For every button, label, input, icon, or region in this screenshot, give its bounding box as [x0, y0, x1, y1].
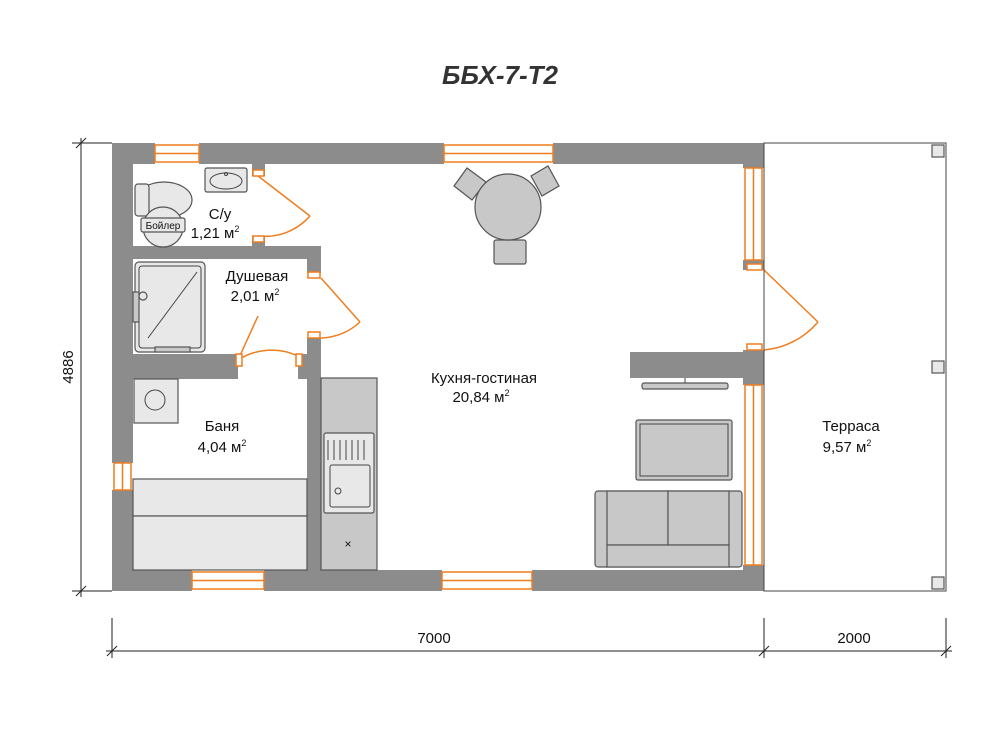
area-sup: 2	[505, 388, 510, 398]
kitchen-sink	[323, 432, 375, 514]
doors	[235, 169, 819, 367]
svg-text:2,01 м2: 2,01 м2	[231, 287, 280, 305]
terrace	[763, 142, 947, 592]
door-terrace	[763, 269, 819, 351]
area-sup: 2	[234, 224, 239, 234]
living-furniture	[594, 378, 743, 568]
svg-text:1,21 м2: 1,21 м2	[191, 224, 240, 242]
area-sup: 2	[241, 438, 246, 448]
sauna-bench-lower	[132, 515, 308, 571]
tv	[641, 382, 729, 390]
coffee-table	[635, 419, 733, 481]
boiler-label: Бойлер	[146, 221, 181, 232]
room-name-living: Кухня-гостиная	[431, 370, 537, 387]
room-area-shower: 2,01 м	[231, 288, 275, 305]
door-su	[257, 175, 311, 238]
room-name-shower: Душевая	[226, 268, 289, 285]
svg-text:9,57 м2: 9,57 м2	[823, 438, 872, 456]
windows	[113, 144, 763, 590]
bathroom-fixtures: Бойлер	[134, 167, 248, 248]
kitchen: ×	[320, 377, 378, 571]
room-area-living: 20,84 м	[452, 389, 504, 406]
sauna-stove	[133, 378, 179, 424]
dining-set	[453, 165, 560, 265]
sauna-furniture	[132, 378, 308, 571]
room-name-terrace: Терраса	[822, 418, 880, 435]
svg-text:×: ×	[344, 537, 351, 551]
room-name-sauna: Баня	[205, 418, 240, 435]
sauna-bench-upper	[132, 478, 308, 517]
dimension-width-main: 7000	[417, 630, 450, 647]
room-area-terrace: 9,57 м	[823, 439, 867, 456]
plan-title: ББХ-7-Т2	[442, 60, 558, 90]
dimension-lines	[72, 137, 952, 658]
area-sup: 2	[274, 287, 279, 297]
svg-text:20,84 м2: 20,84 м2	[452, 388, 509, 406]
dimension-width-terrace: 2000	[837, 630, 870, 647]
door-sauna	[237, 349, 299, 361]
room-name-su: С/у	[209, 206, 232, 223]
dimension-height: 4886	[60, 350, 77, 383]
svg-text:4,04 м2: 4,04 м2	[198, 438, 247, 456]
room-area-sauna: 4,04 м	[198, 439, 242, 456]
outer-walls	[112, 143, 764, 591]
dining-table	[474, 173, 542, 241]
shower-cabin	[132, 261, 206, 353]
room-area-su: 1,21 м	[191, 225, 235, 242]
door-shower	[320, 277, 361, 339]
sink	[204, 167, 248, 193]
area-sup: 2	[866, 438, 871, 448]
